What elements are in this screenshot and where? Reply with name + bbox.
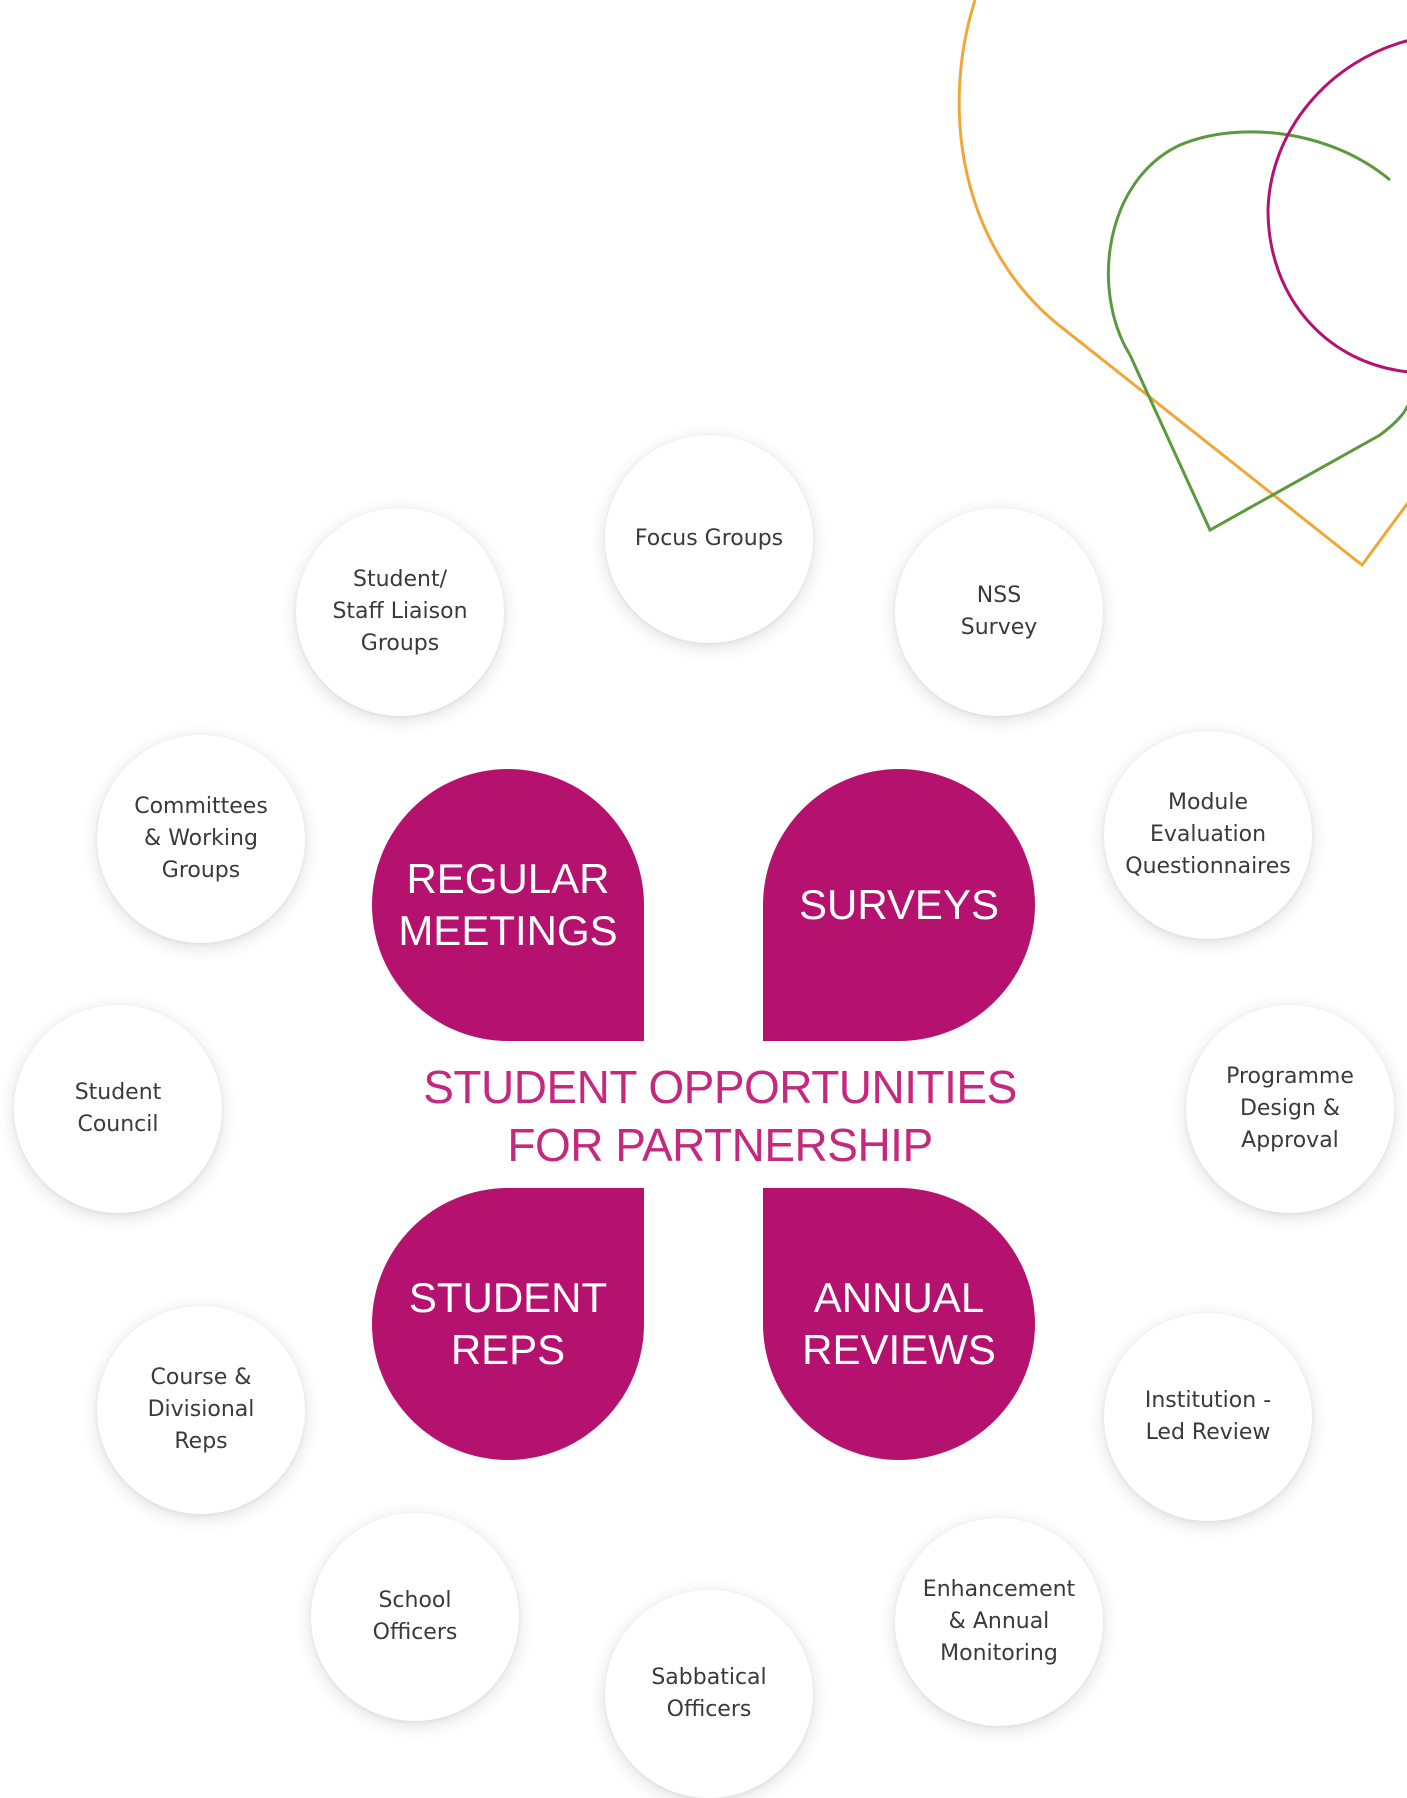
annual-reviews-petal: ANNUAL REVIEWS: [763, 1188, 1035, 1460]
module-evaluation-bubble: Module Evaluation Questionnaires: [1104, 731, 1312, 939]
committees-bubble: Committees & Working Groups: [97, 735, 305, 943]
student-council-bubble: Student Council: [14, 1005, 222, 1213]
regular-meetings-petal: REGULAR MEETINGS: [372, 769, 644, 1041]
sabbatical-officers-bubble: Sabbatical Officers: [605, 1590, 813, 1798]
programme-design-bubble: Programme Design & Approval: [1186, 1005, 1394, 1213]
focus-groups-bubble: Focus Groups: [605, 435, 813, 643]
nss-survey-bubble: NSS Survey: [895, 508, 1103, 716]
center-title: STUDENT OPPORTUNITIES FOR PARTNERSHIP: [423, 1061, 1017, 1171]
student-reps-petal: STUDENT REPS: [372, 1188, 644, 1460]
orange-pin-outline: [957, 0, 1407, 568]
school-officers-bubble: School Officers: [311, 1513, 519, 1721]
enhancement-bubble: Enhancement & Annual Monitoring: [895, 1518, 1103, 1726]
course-reps-bubble: Course & Divisional Reps: [97, 1306, 305, 1514]
institution-review-bubble: Institution - Led Review: [1104, 1313, 1312, 1521]
magenta-pin-outline: [1266, 39, 1407, 374]
surveys-petal: SURVEYS: [763, 769, 1035, 1041]
green-pin-outline: [1106, 130, 1407, 533]
liaison-groups-bubble: Student/ Staff Liaison Groups: [296, 508, 504, 716]
